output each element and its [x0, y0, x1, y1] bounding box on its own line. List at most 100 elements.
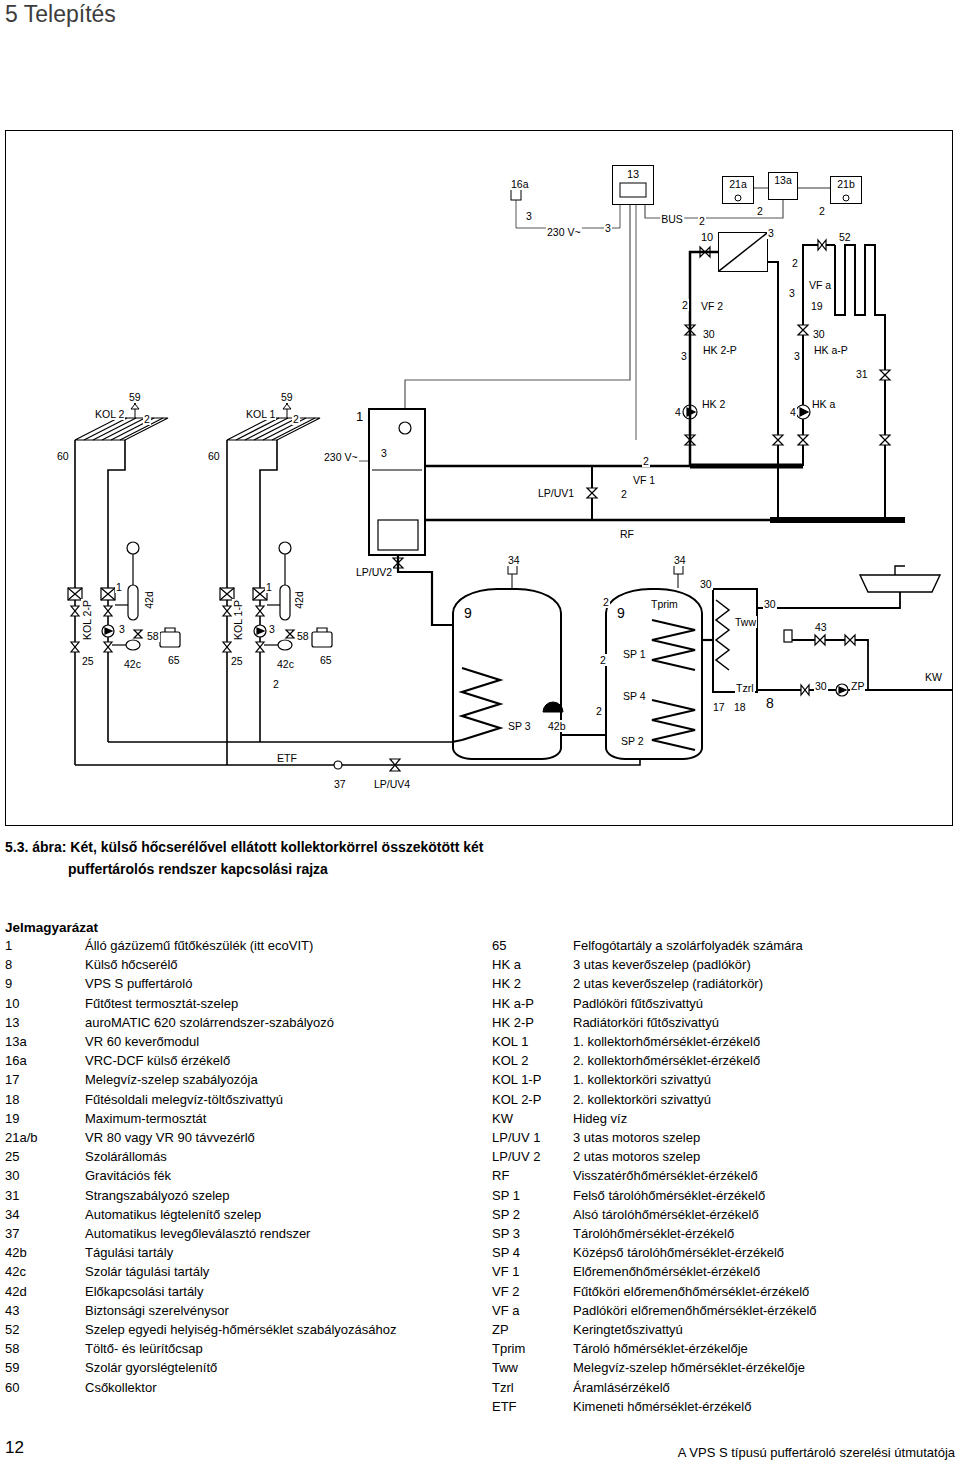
legend-code: KOL 2-P — [492, 1090, 541, 1108]
legend-code: SP 1 — [492, 1186, 520, 1204]
legend-description: Fűtőtest termosztát-szelep — [85, 994, 238, 1012]
controller-detail — [843, 195, 849, 201]
solar-pipe — [75, 440, 640, 765]
legend-description: Padlóköri fűtőszivattyú — [573, 994, 703, 1012]
legend-description: Fűtőköri előremenőhőmérséklet-érzékelő — [573, 1282, 809, 1300]
callout-label: RF — [619, 528, 635, 540]
legend-description: VR 60 keverőmodul — [85, 1032, 199, 1050]
legend-description: Alsó tárolóhőmérséklet-érzékelő — [573, 1205, 759, 1223]
callout-label: 2 — [595, 705, 603, 717]
solar-pipe — [75, 760, 640, 765]
legend-code: 58 — [5, 1341, 19, 1356]
legend-description: Automatikus légtelenítő szelep — [85, 1207, 261, 1222]
solar-station — [312, 632, 332, 647]
callout-label: 31 — [855, 368, 869, 380]
legend-code: 1 — [5, 936, 12, 954]
legend-code: 30 — [5, 1166, 19, 1184]
callout-label: SP 4 — [622, 690, 647, 702]
legend-code: 42b — [5, 1245, 27, 1260]
callout-label: 65 — [167, 650, 181, 668]
solar-station — [127, 542, 139, 554]
solar-station — [254, 625, 266, 637]
solar-station — [256, 642, 264, 652]
callout-label: 31 — [855, 364, 869, 382]
legend-description: Álló gázüzemű fűtőkészülék (itt ecoVIT) — [85, 936, 313, 954]
callout-label: 2 — [272, 678, 280, 690]
legend-description: Padlóköri előremenőhőmérséklet-érzékelő — [573, 1301, 817, 1319]
heating-pipe — [426, 519, 905, 522]
callout-label: 230 V~ — [323, 447, 359, 465]
callout-label: 2 — [292, 413, 300, 425]
solar-station — [71, 642, 79, 652]
solar-station — [264, 644, 278, 645]
legend-description: Visszatérőhőmérséklet-érzékelő — [573, 1168, 758, 1183]
solar-station — [280, 585, 290, 620]
legend-code: LP/UV 2 — [492, 1147, 540, 1165]
legend-description: Szelep egyedi helyiség-hőmérséklet szabá… — [85, 1322, 396, 1337]
callout-label: 30 — [699, 578, 713, 590]
callout-label: 2 — [642, 451, 650, 469]
callout-label: 19 — [810, 300, 824, 312]
solar-station — [68, 588, 82, 600]
callout-label: HK a-P — [813, 344, 849, 356]
hot-water-valve — [836, 684, 848, 696]
callout-label: 25 — [81, 651, 95, 669]
legend-code: 21a/b — [5, 1130, 38, 1145]
remote-control-box: 21a — [722, 176, 754, 204]
callout-label: 19 — [810, 296, 824, 314]
callout-label: 2 — [143, 409, 151, 427]
callout-label: HK 2-P — [702, 344, 738, 356]
mixer-module-box: 13a — [768, 172, 798, 200]
legend-code: VF 2 — [492, 1284, 519, 1299]
callout-label: 34 — [673, 554, 687, 566]
legend-code: 13a — [5, 1032, 27, 1050]
legend-description: Tágulási tartály — [85, 1245, 173, 1260]
callout-label: 42d — [289, 590, 307, 610]
callout-label: 2 — [791, 257, 799, 269]
callout-label: 42c — [123, 658, 142, 670]
callout-label: 42d — [293, 590, 305, 610]
legend-code: Tprim — [492, 1341, 525, 1356]
callout-label: 3 — [604, 218, 612, 236]
boiler-detail — [399, 422, 411, 434]
solar-station — [68, 542, 180, 652]
node-label: 1 — [356, 410, 363, 424]
solar-station — [279, 542, 291, 554]
legend-description: Gravitációs fék — [85, 1168, 171, 1183]
legend-description: Előremenőhőmérséklet-érzékelő — [573, 1264, 760, 1279]
callout-label: 52 — [838, 231, 852, 243]
callout-label: 2 — [599, 650, 607, 668]
callout-label: 25 — [230, 651, 244, 669]
callout-label: SP 3 — [507, 716, 532, 734]
callout-label: 42c — [276, 658, 295, 670]
callout-label: 25 — [230, 655, 244, 667]
callout-label: 2 — [602, 596, 610, 608]
solar-station — [104, 606, 112, 616]
legend-description: Melegvíz-szelep szabályozója — [85, 1070, 258, 1088]
legend-description: Szolár tágulási tartály — [85, 1264, 209, 1279]
legend-description: 3 utas keverőszelep (padlókör) — [573, 957, 751, 972]
hot-water-pipe — [758, 566, 952, 690]
legend-description: Kimeneti hőmérséklet-érzékelő — [573, 1397, 751, 1415]
legend-description: VR 60 keverőmodul — [85, 1034, 199, 1049]
legend-code: 19 — [5, 1111, 19, 1126]
legend-description: 2. kollektorhőmérséklet-érzékelő — [573, 1051, 760, 1069]
legend-code: Tzrl — [492, 1378, 514, 1396]
callout-label: 2 — [681, 299, 689, 311]
pipe-connector — [426, 252, 718, 466]
legend-code: KOL 1 — [492, 1034, 528, 1049]
callout-label: 59 — [280, 391, 294, 403]
legend-description: Felső tárolóhőmérséklet-érzékelő — [573, 1186, 765, 1204]
legend-description: Felső tárolóhőmérséklet-érzékelő — [573, 1188, 765, 1203]
legend-description: Tároló hőmérséklet-érzékelője — [573, 1339, 748, 1357]
legend-code: HK 2-P — [492, 1013, 534, 1031]
heating-valve — [796, 405, 810, 419]
control-cable — [636, 205, 637, 440]
legend-description: Melegvíz-szelep hőmérséklet-érzékelője — [573, 1358, 805, 1376]
node-label: 9 — [617, 605, 625, 621]
callout-label: HK 2 — [701, 398, 726, 410]
legend-description: Csőkollektor — [85, 1378, 157, 1396]
legend-description: Szolár tágulási tartály — [85, 1262, 209, 1280]
legend-code: VF 2 — [492, 1282, 519, 1300]
controller-detail — [735, 195, 741, 201]
